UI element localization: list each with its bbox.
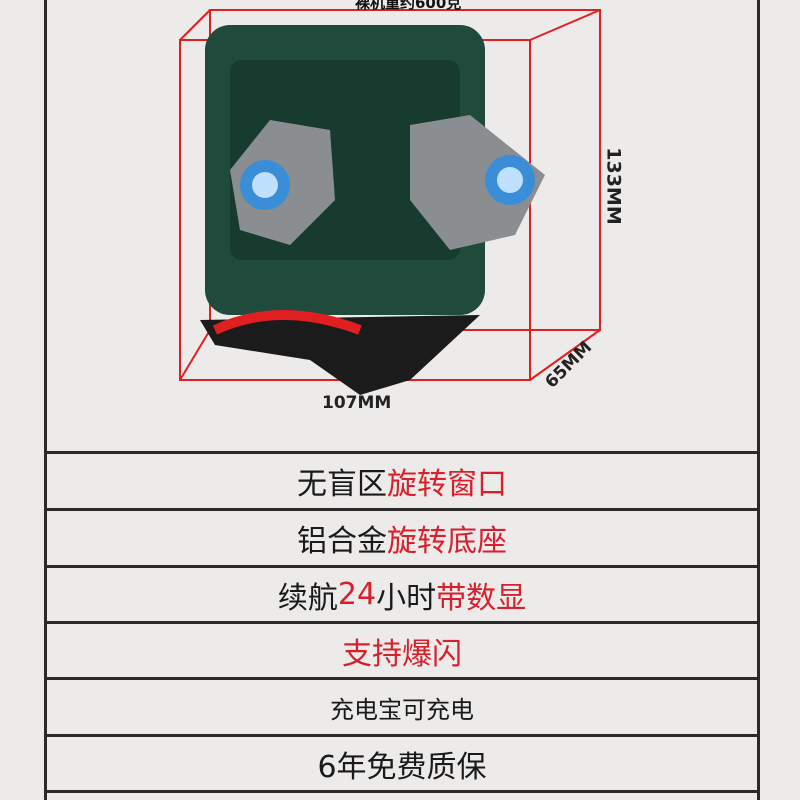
feature-powerbank-charging: 充电宝可充电	[47, 680, 757, 734]
feature-highlight: 24	[337, 577, 377, 612]
feature-text: 续航	[277, 580, 338, 616]
feature-text: 铝合金	[297, 524, 387, 559]
divider	[44, 790, 760, 793]
divider	[44, 565, 760, 568]
laser-window-left	[230, 120, 335, 245]
frame-left-line	[44, 0, 47, 800]
divider	[44, 508, 760, 511]
feature-highlight: 旋转窗口	[387, 467, 507, 502]
feature-no-blind-spot: 无盲区旋转窗口	[47, 454, 757, 508]
feature-text: 小时	[376, 580, 437, 616]
divider	[44, 734, 760, 737]
feature-strobe: 支持爆闪	[47, 624, 757, 677]
feature-highlight: 带数显	[436, 580, 527, 616]
feature-text: 6年免费质保	[317, 750, 487, 785]
weight-label: 裸机重约600克	[355, 0, 462, 12]
feature-text: 充电宝可充电	[330, 695, 474, 724]
product-image	[179, 9, 601, 395]
divider	[44, 677, 760, 680]
feature-highlight: 旋转底座	[387, 524, 507, 559]
width-dimension: 107MM	[322, 393, 392, 413]
frame-right-line	[757, 0, 760, 800]
divider	[44, 621, 760, 624]
laser-window-right	[410, 115, 545, 250]
divider	[44, 451, 760, 454]
feature-warranty: 6年免费质保	[47, 737, 757, 791]
feature-text: 无盲区	[297, 467, 387, 502]
feature-highlight: 支持爆闪	[342, 636, 462, 672]
height-dimension: 133MM	[602, 147, 625, 225]
feature-aluminum-base: 铝合金旋转底座	[47, 511, 757, 565]
laser-level-body	[200, 25, 545, 395]
